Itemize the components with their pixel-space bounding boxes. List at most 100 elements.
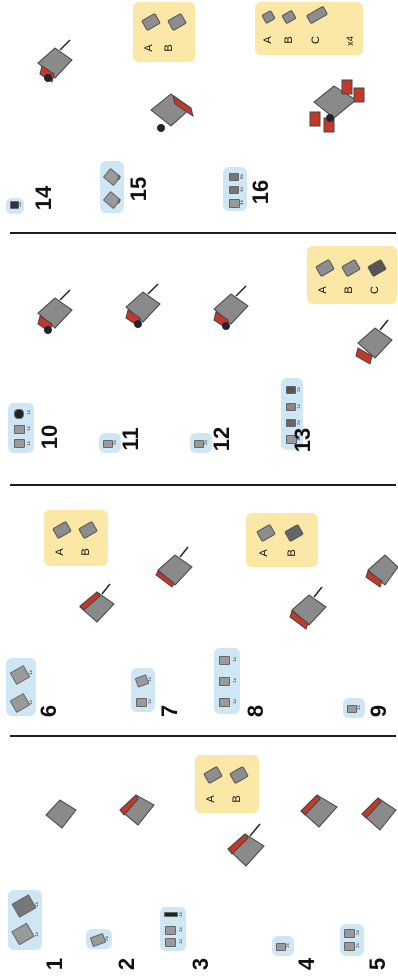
part-qty: 1x: [147, 699, 152, 704]
part-qty: 2x: [112, 440, 117, 445]
step-number-7: 7: [159, 696, 181, 726]
model-step-13: [350, 318, 398, 368]
subassembly-box: A B C: [307, 246, 397, 304]
row-divider: [10, 232, 396, 234]
step-number-10: 10: [39, 422, 61, 452]
parts-box-step-15: 1x 2x: [100, 161, 124, 213]
part-icon: [11, 923, 35, 946]
sub-label: C: [369, 284, 381, 296]
sub-label: A: [258, 547, 270, 559]
parts-box-step-6: 1x 1x: [6, 658, 36, 716]
part-qty: 2x: [203, 440, 208, 445]
part-qty: 1x: [26, 426, 31, 431]
part-icon: [219, 656, 230, 665]
step-number-11: 11: [120, 424, 142, 454]
sub-label: C: [310, 34, 322, 46]
model-step-11: [118, 282, 168, 332]
model-step-9: [360, 545, 398, 595]
part-qty: 2x: [17, 202, 22, 207]
model-step-15: [143, 82, 199, 138]
part-qty: 2x: [104, 936, 109, 941]
part-qty: 4x: [239, 187, 244, 192]
part-qty: 2x: [296, 387, 301, 392]
part-qty: 1x: [232, 657, 237, 662]
model-step-10: [30, 288, 80, 338]
model-step-6: [72, 582, 122, 632]
subassembly-box: A B: [195, 755, 259, 813]
step-number-8: 8: [245, 696, 267, 726]
part-icon: [11, 894, 36, 918]
step-number-1: 1: [44, 949, 66, 979]
part-qty: 8x: [239, 174, 244, 179]
step-number-2: 2: [116, 949, 138, 979]
part-icon: [229, 173, 239, 181]
sub-label: B: [80, 546, 92, 558]
part-icon: [52, 521, 72, 539]
part-icon: [286, 386, 296, 394]
part-icon: [219, 698, 230, 707]
model-step-8: [284, 585, 334, 635]
part-icon: [286, 403, 296, 411]
part-icon: [219, 677, 230, 686]
part-icon: [14, 409, 24, 419]
model-step-5: [356, 788, 398, 840]
part-icon: [256, 524, 276, 542]
sub-label: A: [317, 284, 329, 296]
part-icon: [306, 6, 328, 25]
part-qty: 1x: [232, 699, 237, 704]
part-icon: [315, 259, 335, 277]
part-icon: [10, 665, 31, 685]
part-qty: 1x: [232, 678, 237, 683]
parts-box-step-10: 1x 1x 1x: [8, 403, 34, 453]
part-icon: [141, 13, 161, 31]
part-icon: [203, 766, 223, 784]
sub-label: A: [205, 793, 217, 805]
model-step-4: [295, 785, 341, 837]
part-icon: [14, 439, 25, 448]
step-number-13: 13: [292, 425, 314, 455]
step-number-6: 6: [38, 696, 60, 726]
step-number-12: 12: [211, 424, 233, 454]
parts-box-step-3: 1x 1x 1x: [160, 907, 186, 951]
part-icon: [344, 929, 355, 938]
subassembly-box: A B: [133, 2, 195, 62]
sub-label: A: [143, 42, 155, 54]
model-step-2: [114, 785, 158, 835]
sub-label: B: [163, 42, 175, 54]
part-icon: [167, 13, 187, 31]
part-qty: 1x: [34, 902, 39, 907]
model-step-7: [150, 545, 200, 595]
row-divider: [10, 484, 396, 486]
model-step-14: [30, 38, 80, 88]
subassembly-box: A B: [246, 513, 318, 567]
part-qty: 2x: [116, 175, 121, 180]
parts-box-step-9: 2x: [343, 698, 365, 718]
subassembly-box: A B C x4: [255, 2, 363, 55]
part-icon: [367, 259, 387, 277]
part-qty: 2x: [355, 930, 360, 935]
step-number-14: 14: [33, 183, 55, 213]
model-step-16: [300, 68, 370, 138]
part-icon: [164, 912, 178, 917]
part-qty: 2x: [285, 943, 290, 948]
part-icon: [229, 766, 249, 784]
subassembly-box: A B: [44, 510, 108, 566]
sub-label: B: [283, 34, 295, 46]
part-qty: 1x: [296, 404, 301, 409]
step-number-4: 4: [296, 949, 318, 979]
part-qty: 2x: [356, 705, 361, 710]
model-step-3: [220, 822, 270, 876]
parts-box-step-2: 2x: [86, 929, 112, 949]
sub-label: A: [262, 34, 274, 46]
step-number-5: 5: [367, 949, 389, 979]
part-icon: [165, 938, 176, 947]
parts-box-step-4: 2x: [272, 936, 294, 956]
part-icon: [284, 524, 304, 542]
step-number-9: 9: [368, 696, 390, 726]
part-icon: [344, 942, 355, 951]
sub-label: A: [54, 546, 66, 558]
part-qty: 1x: [178, 927, 183, 932]
part-icon: [341, 259, 361, 277]
sub-multiplier: x4: [345, 36, 355, 46]
